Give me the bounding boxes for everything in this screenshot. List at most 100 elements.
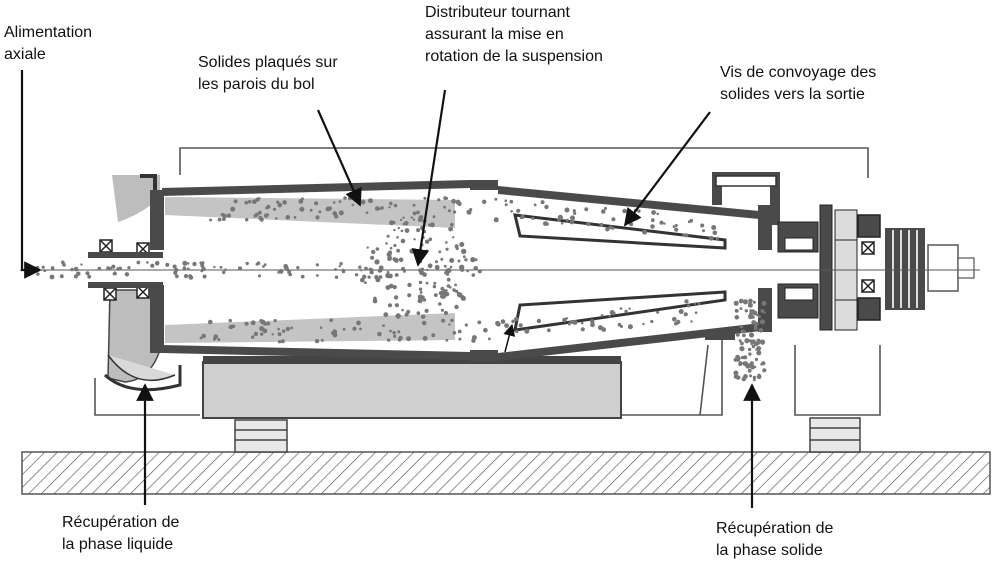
particle xyxy=(319,326,323,330)
particle xyxy=(266,213,270,217)
floor-slab xyxy=(21,451,991,495)
particle xyxy=(127,266,131,270)
particle xyxy=(273,319,277,323)
particle xyxy=(423,196,427,200)
particle xyxy=(604,206,607,210)
arrow-distributor xyxy=(411,89,447,267)
particle xyxy=(397,330,401,334)
support-feet xyxy=(234,417,861,453)
particle xyxy=(374,259,380,265)
particle xyxy=(314,338,320,344)
particle xyxy=(443,196,447,201)
particle xyxy=(564,207,570,213)
particle xyxy=(386,234,390,238)
particle xyxy=(412,203,416,207)
particle xyxy=(392,221,396,224)
particle xyxy=(421,320,427,326)
particle xyxy=(389,329,392,333)
particle xyxy=(427,263,433,269)
particle xyxy=(531,216,535,220)
particle xyxy=(651,210,656,215)
particle xyxy=(387,303,393,308)
particle xyxy=(359,327,362,331)
particle xyxy=(296,266,300,270)
particle xyxy=(762,368,767,373)
particle xyxy=(426,268,429,272)
particle xyxy=(570,215,575,221)
particle xyxy=(518,323,523,328)
particle xyxy=(382,324,385,327)
particle xyxy=(434,264,440,270)
particle xyxy=(466,269,469,273)
particle xyxy=(749,339,754,344)
particle xyxy=(222,270,226,275)
particle xyxy=(219,265,223,269)
particle xyxy=(150,263,155,268)
particle xyxy=(694,311,698,315)
particle xyxy=(393,228,396,232)
particle xyxy=(733,370,739,376)
particle xyxy=(742,299,749,305)
particle xyxy=(740,355,745,360)
particle xyxy=(739,307,743,310)
particle xyxy=(459,242,465,247)
particle xyxy=(754,357,759,361)
particle xyxy=(488,337,491,341)
particle xyxy=(334,275,339,279)
arrow-axial-feed xyxy=(20,70,42,279)
particle xyxy=(674,321,678,326)
particle xyxy=(650,319,654,324)
particle xyxy=(80,263,83,266)
particle xyxy=(407,282,412,288)
particle xyxy=(442,289,447,293)
particle xyxy=(200,263,205,268)
particle xyxy=(751,320,757,325)
particle xyxy=(624,309,628,314)
particle xyxy=(293,216,297,219)
particle xyxy=(118,266,122,271)
particle xyxy=(300,197,304,201)
particle xyxy=(418,280,423,285)
particle xyxy=(708,235,714,241)
particle xyxy=(309,208,313,212)
suspension-particles xyxy=(35,195,767,382)
particle xyxy=(472,273,475,276)
particle xyxy=(642,322,645,326)
particle xyxy=(738,298,744,304)
particle xyxy=(182,266,187,270)
particle xyxy=(450,318,454,323)
particle xyxy=(740,341,744,346)
particle xyxy=(146,261,149,264)
particle xyxy=(461,248,467,255)
particle xyxy=(272,207,277,211)
particle xyxy=(396,236,399,239)
particle xyxy=(112,272,116,276)
particle xyxy=(432,215,436,219)
particle xyxy=(464,258,468,262)
particle xyxy=(389,246,393,250)
particle xyxy=(434,260,438,264)
particle xyxy=(315,215,320,220)
particle xyxy=(422,298,427,302)
particle xyxy=(477,269,482,274)
particle xyxy=(404,228,410,234)
particle xyxy=(477,320,482,325)
particle xyxy=(570,320,575,324)
particle xyxy=(385,242,388,245)
particle xyxy=(590,319,595,324)
particle xyxy=(356,320,361,326)
particle xyxy=(354,273,359,277)
particle xyxy=(568,321,571,325)
particle xyxy=(678,309,684,314)
particle xyxy=(504,203,508,207)
particle xyxy=(462,255,466,258)
particle xyxy=(445,272,450,276)
particle xyxy=(378,275,383,279)
particle xyxy=(515,329,519,334)
drive-pulley xyxy=(885,228,975,310)
particle xyxy=(611,217,616,222)
particle xyxy=(682,234,685,237)
particle xyxy=(377,331,382,337)
particle xyxy=(417,298,423,304)
particle xyxy=(282,329,286,333)
